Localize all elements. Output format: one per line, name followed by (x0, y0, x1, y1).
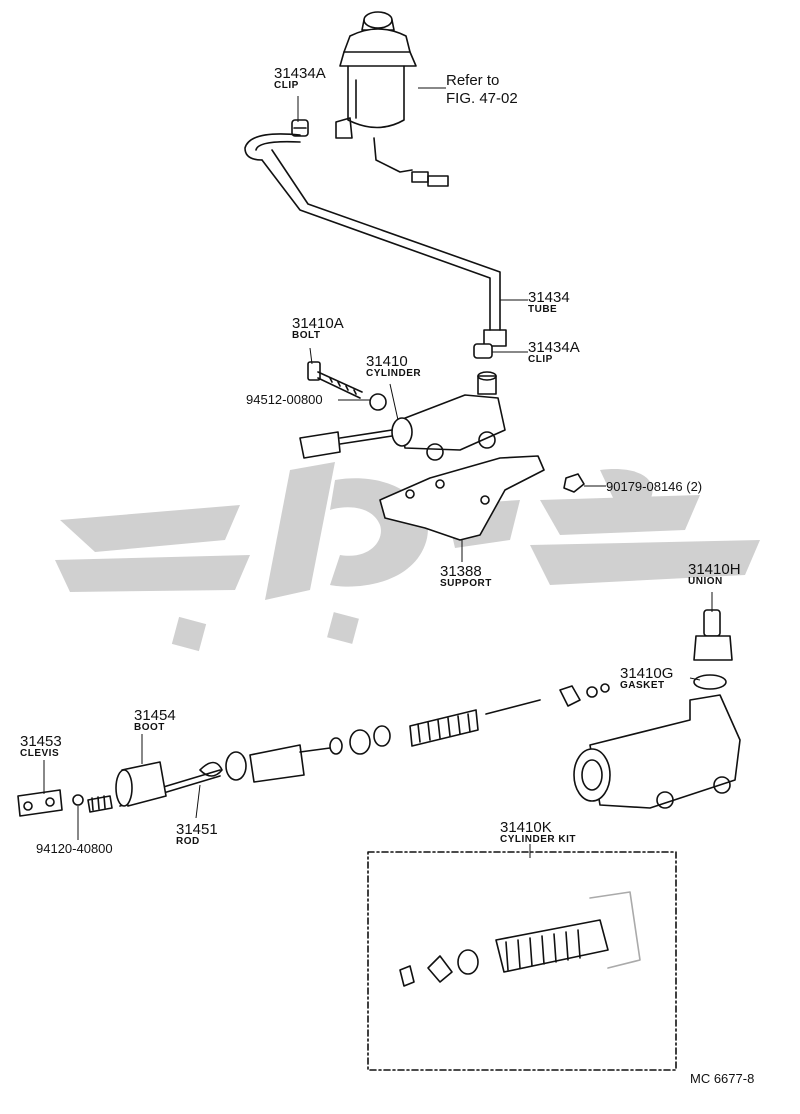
part-number: 31410A (292, 315, 344, 332)
support-bracket (379, 455, 545, 541)
part-name: BOLT (292, 330, 321, 341)
internal-parts (225, 683, 610, 783)
part-label-31454: 31454 BOOT (134, 708, 176, 733)
part-number: 31454 (134, 707, 176, 724)
part-label-31434A-low: 31434A CLIP (528, 340, 580, 365)
part-label-31453: 31453 CLEVIS (20, 734, 62, 759)
part-label-31388: 31388 SUPPORT (440, 564, 492, 589)
part-number: 94120-40800 (36, 841, 113, 856)
part-number: 31410G (620, 665, 674, 682)
part-name: ROD (176, 836, 200, 847)
master-cylinder (299, 371, 506, 461)
cylinder-body (573, 694, 741, 809)
part-name: CYLINDER (366, 368, 422, 379)
part-label-90179: 90179-08146 (2) (606, 480, 702, 493)
reservoir (335, 11, 449, 187)
part-label-31410: 31410 CYLINDER (366, 354, 421, 379)
part-label-31410A: 31410A BOLT (292, 316, 344, 341)
nut (563, 473, 585, 493)
boot (115, 761, 167, 807)
bolt (307, 361, 363, 399)
clip-low (473, 343, 493, 359)
part-name: CLIP (274, 80, 299, 91)
figure-code: MC 6677-8 (690, 1071, 755, 1086)
part-number: 31434A (528, 339, 580, 356)
reference-line-1: Refer to (446, 72, 500, 89)
reference-note: Refer to FIG. 47-02 (446, 72, 518, 108)
part-name: CLIP (528, 354, 553, 365)
part-number: 94512-00800 (246, 392, 323, 407)
part-label-94512: 94512-00800 (246, 393, 323, 406)
part-name: BOOT (134, 722, 165, 733)
part-name: SUPPORT (440, 578, 492, 589)
part-name: CLEVIS (20, 748, 60, 759)
part-label-31451: 31451 ROD (176, 822, 218, 847)
part-name: GASKET (620, 680, 665, 691)
gasket (693, 674, 727, 690)
nut-94120 (72, 794, 84, 806)
union (693, 609, 733, 661)
part-number: 31410H (688, 561, 741, 578)
part-label-31434: 31434 TUBE (528, 290, 570, 315)
part-label-31410K: 31410K CYLINDER KIT (500, 820, 576, 845)
washer (369, 393, 387, 411)
part-number: 31388 (440, 563, 482, 580)
part-name: TUBE (528, 304, 558, 315)
part-label-31434A-top: 31434A CLIP (274, 66, 326, 91)
part-label-31410G: 31410G GASKET (620, 666, 673, 691)
part-number: 90179-08146 (2) (606, 479, 703, 494)
part-name: UNION (688, 576, 723, 587)
part-number: 31434A (274, 65, 326, 82)
part-number: 31434 (528, 289, 570, 306)
leader-lines (43, 87, 713, 858)
part-label-31410H: 31410H UNION (688, 562, 741, 587)
part-number: 31453 (20, 733, 62, 750)
watermark-logo (55, 462, 760, 652)
cylinder-kit-box (367, 851, 677, 1071)
part-number: 31451 (176, 821, 218, 838)
reference-line-2: FIG. 47-02 (446, 90, 518, 107)
part-number: 31410 (366, 353, 408, 370)
part-number: 31410K (500, 819, 552, 836)
tube (244, 133, 507, 347)
part-label-94120: 94120-40800 (36, 842, 113, 855)
clip-top (291, 119, 309, 137)
cylinder-kit-parts (399, 891, 641, 987)
part-name: CYLINDER KIT (500, 834, 576, 845)
clevis (17, 789, 63, 817)
